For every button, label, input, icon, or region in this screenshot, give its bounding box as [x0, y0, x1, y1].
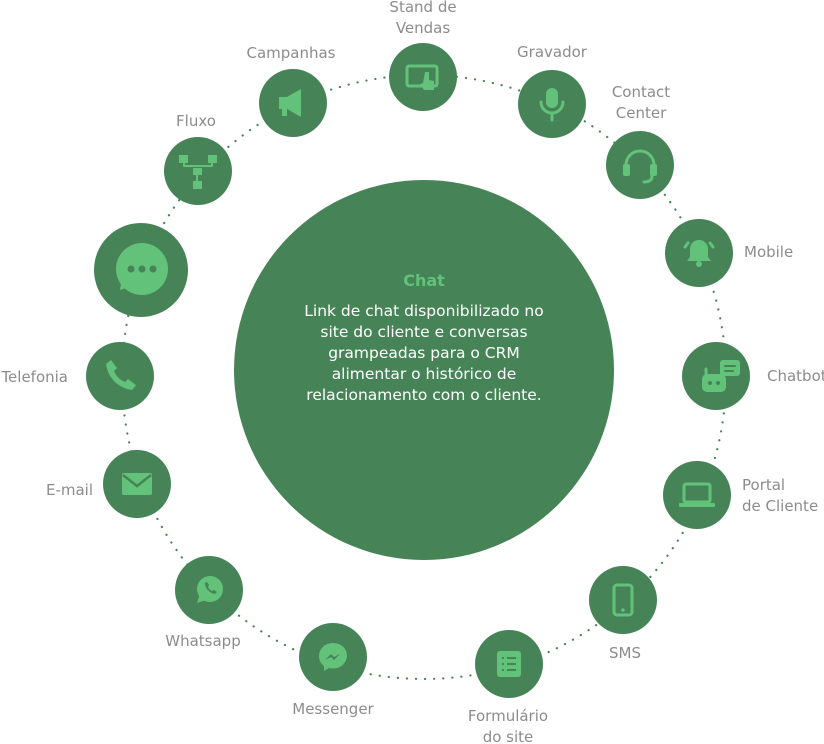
center-circle [234, 180, 614, 560]
touch-screen-icon [405, 64, 439, 90]
node-portal-de-cliente[interactable] [663, 461, 731, 529]
label-portal-de-cliente: Portal de Cliente [742, 476, 819, 515]
label-chatbot: Chatbot [767, 367, 824, 385]
node-chat-active[interactable] [94, 223, 188, 317]
headset-icon [623, 149, 657, 184]
label-sms: SMS [609, 644, 641, 662]
label-formulario-do-site: Formulário do site [467, 707, 549, 744]
node-contact-center[interactable] [606, 131, 674, 199]
label-campanhas: Campanhas [246, 44, 336, 62]
smartphone-icon [612, 583, 634, 617]
node-messenger[interactable] [299, 623, 367, 691]
messenger-icon [319, 643, 347, 671]
robot-icon [702, 360, 740, 392]
center-title: Chat [403, 271, 445, 290]
laptop-icon [679, 482, 715, 507]
node-telefonia[interactable] [86, 342, 154, 410]
label-mobile: Mobile [744, 243, 794, 261]
label-e-mail: E-mail [45, 481, 93, 499]
node-whatsapp[interactable] [175, 556, 243, 624]
label-whatsapp: Whatsapp [165, 632, 241, 650]
node-e-mail[interactable] [103, 450, 171, 518]
phone-icon [106, 360, 136, 390]
node-stand-de-vendas[interactable] [389, 43, 457, 111]
center-content: Chat Link de chat disponibilizado no sit… [294, 270, 554, 406]
chat-bubble-icon [116, 243, 168, 295]
flowchart-icon [179, 155, 217, 189]
label-stand-de-vendas: Stand de Vendas [389, 0, 457, 37]
label-fluxo: Fluxo [176, 112, 216, 130]
node-sms[interactable] [589, 566, 657, 634]
label-gravador: Gravador [517, 43, 587, 61]
envelope-icon [122, 473, 152, 495]
bell-icon [683, 240, 715, 267]
label-messenger: Messenger [292, 700, 374, 718]
node-mobile[interactable] [665, 219, 733, 287]
node-fluxo[interactable] [164, 137, 232, 205]
center-description: Link de chat disponibilizado no site do … [304, 302, 544, 404]
form-icon [497, 651, 521, 677]
whatsapp-icon [197, 576, 223, 603]
node-campanhas[interactable] [259, 69, 327, 137]
node-gravador[interactable] [518, 70, 586, 138]
megaphone-icon [279, 89, 301, 117]
node-chatbot[interactable] [682, 342, 750, 410]
label-telefonia: Telefonia [1, 368, 68, 386]
label-contact-center: Contact Center [611, 83, 671, 122]
node-formulario-do-site[interactable] [475, 630, 543, 698]
microphone-icon [539, 88, 565, 122]
